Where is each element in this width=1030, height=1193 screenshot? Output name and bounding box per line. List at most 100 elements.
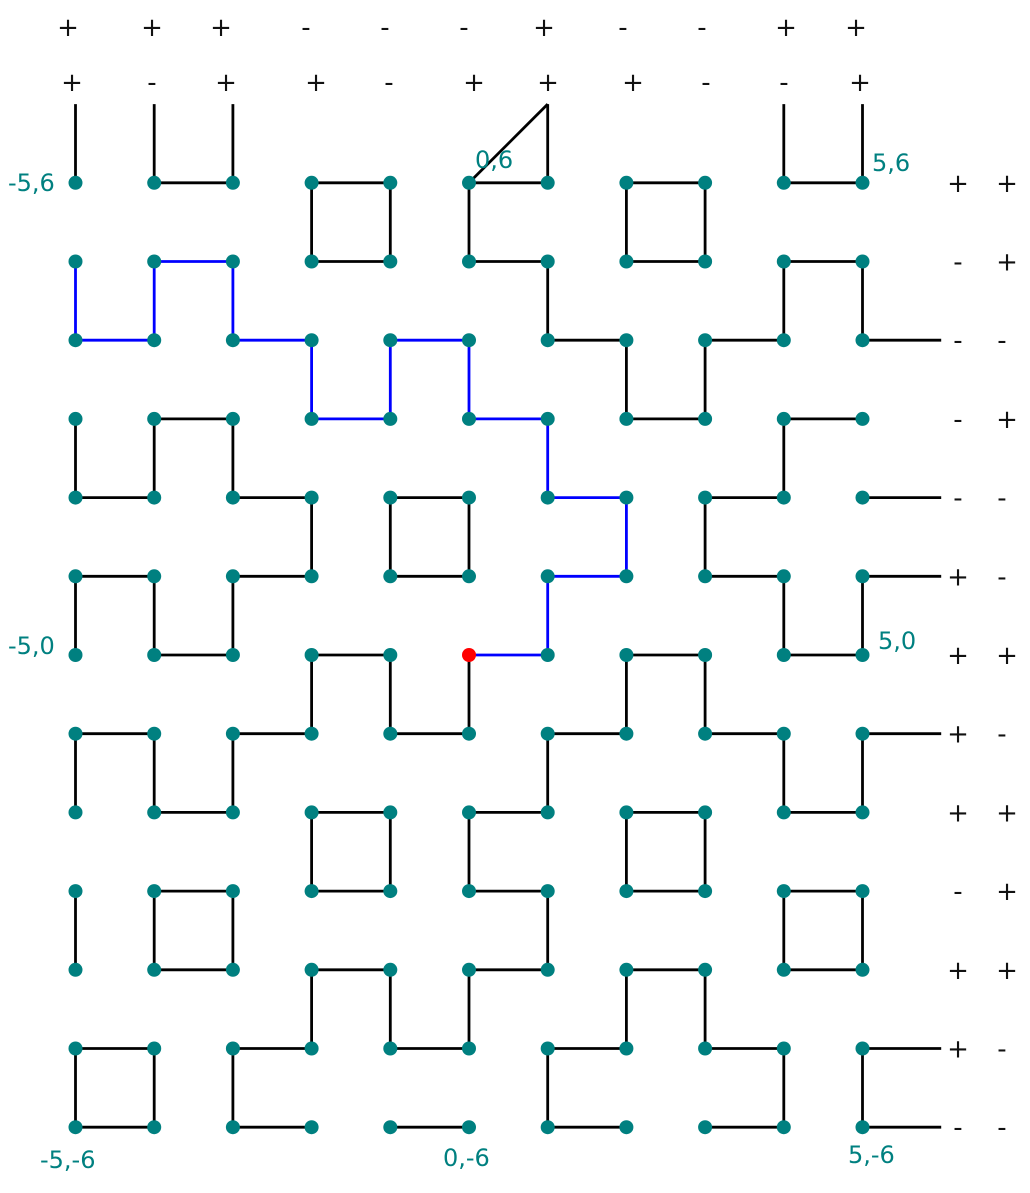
top-sign-2-9: - [779,68,788,98]
node-3_3 [698,411,713,426]
node--5_2 [68,490,83,505]
top-sign-2-4: - [384,68,393,98]
top-sign-2-7: + [622,68,644,98]
top-sign-2-10: + [849,68,871,98]
node-5_-3 [855,884,870,899]
node-4_-3 [776,884,791,899]
right-sign-b-5: - [997,562,1006,592]
node-5_-2 [855,805,870,820]
right-sign-b-2: - [997,326,1006,356]
node-4_-5 [776,1041,791,1056]
node--2_5 [304,254,319,269]
node--2_6 [304,175,319,190]
node--5_-5 [68,1041,83,1056]
node--3_-5 [225,1041,240,1056]
node--1_4 [383,333,398,348]
node-3_-4 [698,962,713,977]
node--1_0 [383,648,398,662]
coord-label-2: 5,6 [872,149,910,177]
right-sign-a-9: - [953,877,962,907]
right-sign-b-1: + [996,248,1018,278]
node-3_2 [698,490,713,505]
edge-layer [74,103,942,1129]
node--3_-4 [225,962,240,977]
highlighted-path [74,260,628,657]
node-0_-4 [462,962,476,977]
node--4_2 [147,490,162,505]
node--1_1 [383,569,398,584]
node-4_4 [776,333,791,348]
right-sign-a-8: + [947,798,969,828]
node-2_2 [619,490,634,505]
node-0_-5 [462,1041,476,1056]
node-1_3 [540,411,555,426]
right-sign-a-3: - [953,405,962,435]
node--4_0 [147,648,162,662]
node--2_4 [304,333,319,348]
node-3_0 [698,648,713,662]
node-5_3 [855,411,870,426]
top-sign-2-8: - [701,68,710,98]
node-0_6 [462,175,476,190]
right-sign-a-5: + [947,562,969,592]
node-5_4 [855,333,870,348]
node--5_-3 [68,884,83,899]
node-4_5 [776,254,791,269]
node-0_4 [462,333,476,348]
node--3_0 [225,648,240,662]
right-sign-b-0: + [996,169,1018,199]
right-sign-b-10: + [996,956,1018,986]
node-5_6 [855,175,870,190]
node-5_0 [855,648,870,662]
right-sign-b-9: + [996,877,1018,907]
node-4_-4 [776,962,791,977]
node-4_0 [776,648,791,662]
node-1_-1 [540,726,555,741]
right-sign-a-2: - [953,326,962,356]
right-sign-a-1: - [953,248,962,278]
right-sign-b-12: - [997,1113,1006,1143]
node-1_-4 [540,962,555,977]
node-0_-3 [462,884,476,899]
top-sign-2-1: - [147,68,156,98]
top-sign-1-5: - [459,13,468,43]
node--5_-1 [68,726,83,741]
right-sign-b-8: + [996,798,1018,828]
node-1_0 [540,648,555,662]
node-2_-3 [619,884,634,899]
node--2_-4 [304,962,319,977]
node-1_1 [540,569,555,584]
node-2_-5 [619,1041,634,1056]
node-3_-1 [698,726,713,741]
node--5_6 [68,175,83,190]
node-3_-6 [698,1120,713,1135]
node-4_2 [776,490,791,505]
right-sign-a-4: - [953,484,962,514]
node-4_-6 [776,1120,791,1135]
right-sign-a-6: + [947,641,969,671]
node--3_-3 [225,884,240,899]
right-sign-b-4: - [997,484,1006,514]
node--1_-5 [383,1041,398,1056]
node-2_-1 [619,726,634,741]
node--3_2 [225,490,240,505]
node--3_-2 [225,805,240,820]
node--3_4 [225,333,240,348]
node--1_-1 [383,726,398,741]
node-2_0 [619,648,634,662]
node--2_-6 [304,1120,319,1135]
node--4_4 [147,333,162,348]
top-sign-2-2: + [215,68,237,98]
node-1_-2 [540,805,555,820]
top-sign-1-1: + [141,13,163,43]
node-0_-2 [462,805,476,820]
coord-label-5: -5,-6 [40,1146,96,1174]
node--4_-3 [147,884,162,899]
coord-label-1: 0,6 [475,146,513,174]
node-5_-4 [855,962,870,977]
coord-label-7: 5,-6 [848,1141,895,1169]
node-3_-5 [698,1041,713,1056]
node-2_1 [619,569,634,584]
